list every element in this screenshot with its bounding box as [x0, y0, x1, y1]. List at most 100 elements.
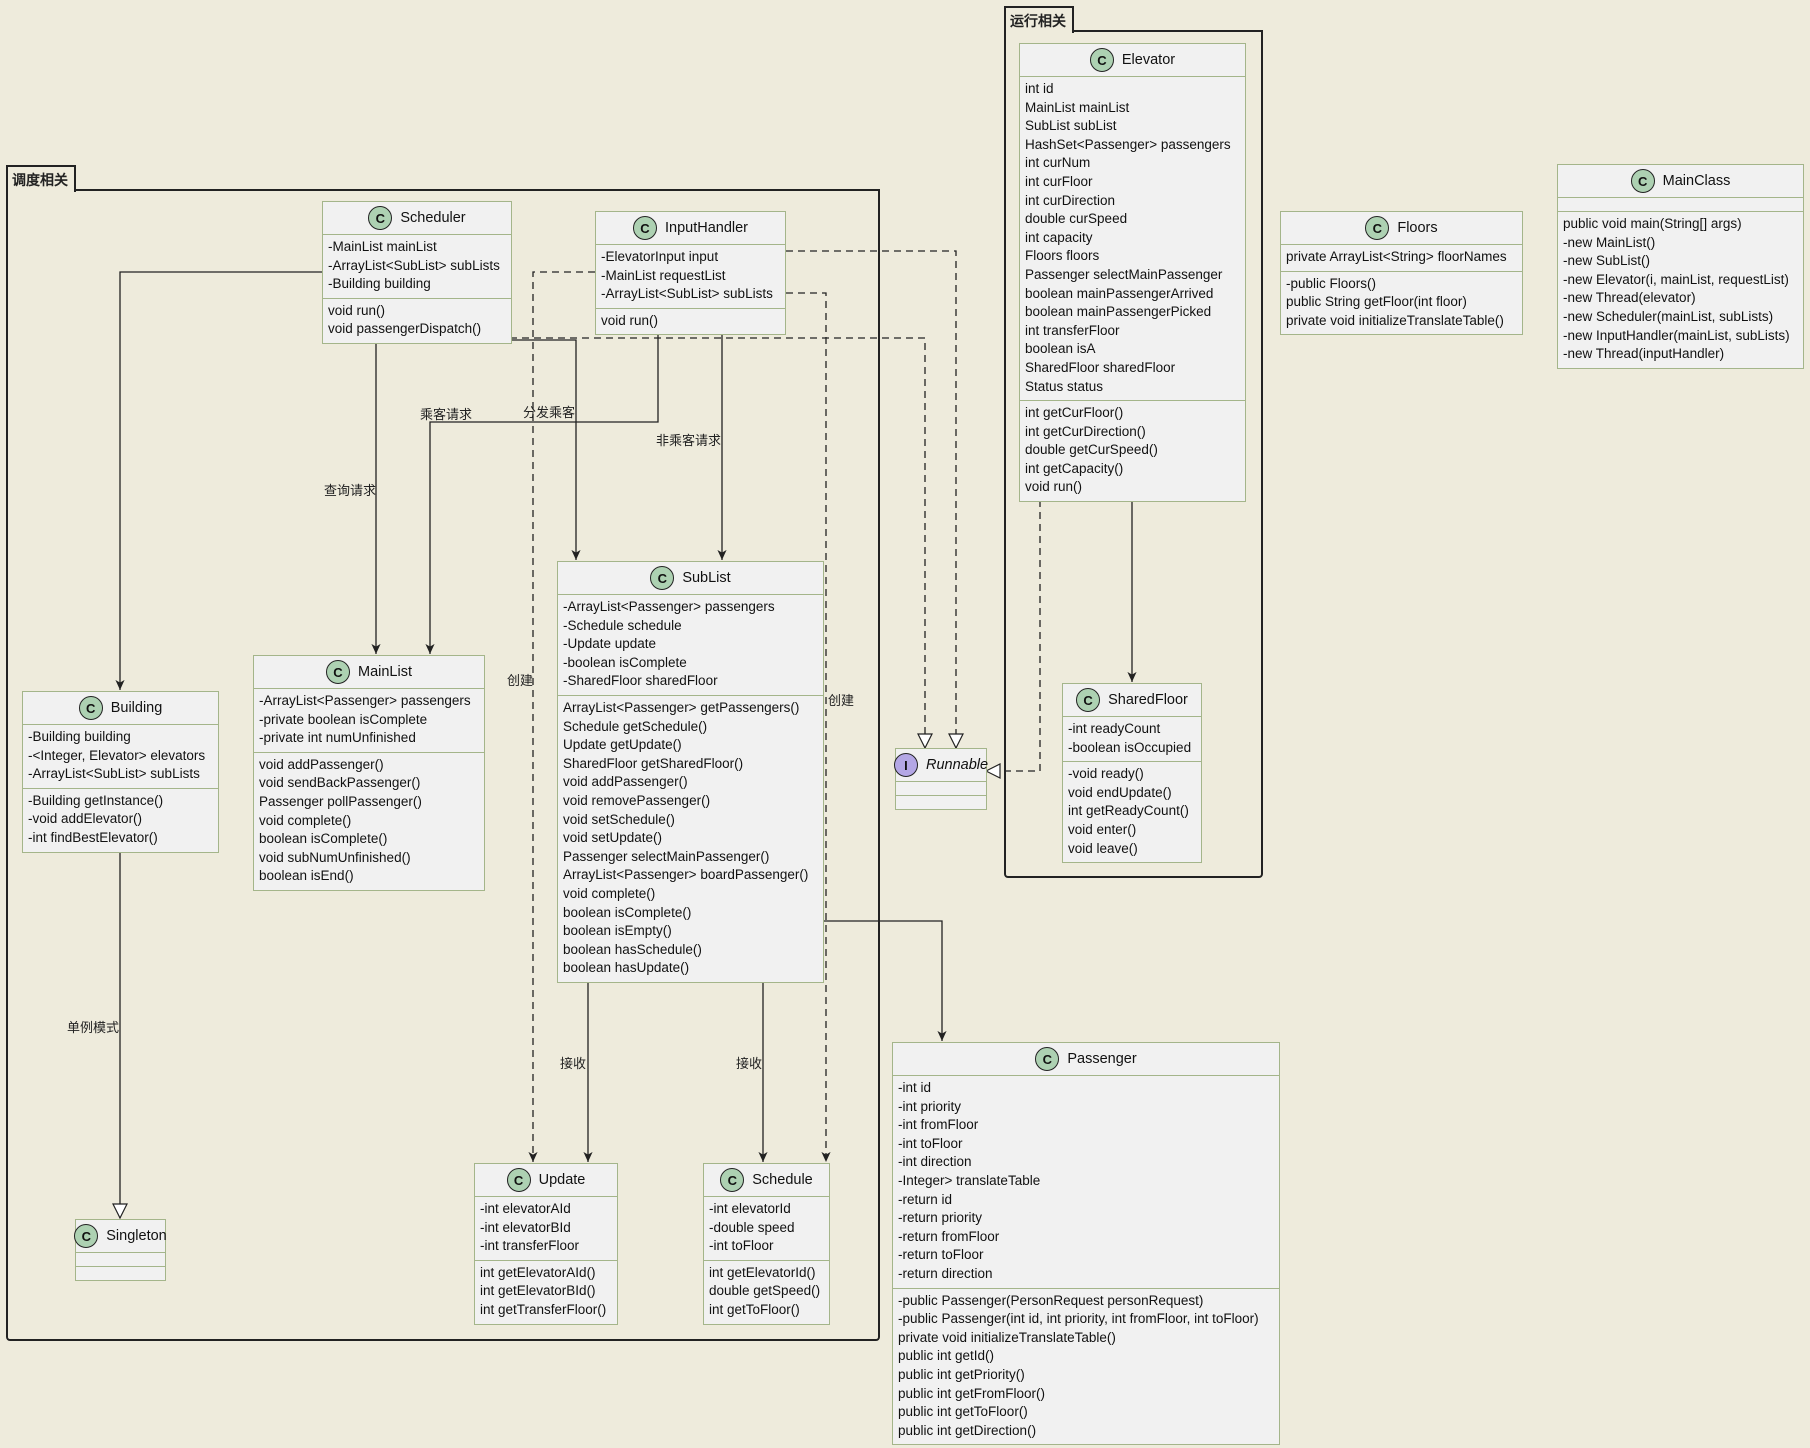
package-runtime-tab: 运行相关 — [1004, 6, 1074, 33]
method-row: -new MainList() — [1563, 234, 1656, 250]
class-icon: C — [1365, 216, 1390, 240]
package-dispatch-tab: 调度相关 — [6, 165, 76, 192]
field-row: int curDirection — [1025, 192, 1116, 208]
method-row: -new Scheduler(mainList, subLists) — [1563, 308, 1774, 324]
class-icon: C — [632, 216, 657, 240]
label-non-passenger-request: 非乘客请求 — [656, 434, 722, 449]
singleton-fields — [76, 1253, 165, 1267]
field-row: -Schedule schedule — [563, 617, 682, 633]
field-row: boolean mainPassengerPicked — [1025, 304, 1212, 320]
method-row: Passenger selectMainPassenger() — [563, 848, 770, 864]
method-row: void subNumUnfinished() — [259, 849, 411, 865]
singleton-header: C Singleton — [74, 1220, 167, 1253]
method-row: boolean hasSchedule() — [563, 941, 702, 957]
field-row: -boolean isOccupied — [1068, 739, 1192, 755]
sharedfloor-methods: -void ready()void endUpdate()int getRead… — [1063, 762, 1201, 862]
field-row: -int readyCount — [1068, 721, 1161, 736]
method-row: int getElevatorAId() — [480, 1264, 596, 1280]
method-row: -new Elevator(i, mainList, requestList) — [1563, 271, 1789, 287]
method-row: ArrayList<Passenger> getPassengers() — [563, 699, 800, 715]
class-icon: C — [506, 1168, 531, 1192]
class-icon: C — [74, 1224, 99, 1248]
floors-fields: private ArrayList<String> floorNames — [1281, 245, 1522, 272]
label-dispatch-passenger: 分发乘客 — [523, 406, 576, 421]
mainclass-name: MainClass — [1662, 173, 1731, 189]
method-row: double getCurSpeed() — [1025, 442, 1158, 458]
sharedfloor-fields: -int readyCount -boolean isOccupied — [1063, 717, 1201, 763]
inputhandler-name: InputHandler — [664, 220, 749, 236]
field-row: -ArrayList<Passenger> passengers — [563, 599, 775, 614]
update-fields: -int elevatorAId-int elevatorBId-int tra… — [475, 1197, 617, 1261]
singleton-name: Singleton — [106, 1228, 167, 1244]
method-row: -Building getInstance() — [28, 792, 164, 808]
field-row: -double speed — [709, 1219, 795, 1235]
field-row: -return fromFloor — [898, 1228, 1000, 1244]
method-row: Update getUpdate() — [563, 737, 682, 753]
method-row: private void initializeTranslateTable() — [898, 1329, 1116, 1345]
edge-sublist-passenger — [824, 920, 947, 1041]
field-row: -int elevatorAId — [480, 1201, 571, 1216]
edge-scheduler-building — [115, 271, 322, 690]
edge-scheduler-sublist — [510, 339, 581, 560]
method-row: int getElevatorId() — [709, 1264, 816, 1280]
method-row: Passenger pollPassenger() — [259, 793, 422, 809]
class-singleton[interactable]: C Singleton — [74, 1219, 167, 1281]
field-row: Floors floors — [1025, 248, 1100, 264]
field-row: -<Integer, Elevator> elevators — [28, 747, 206, 763]
elevator-name: Elevator — [1121, 52, 1176, 68]
method-row: ArrayList<Passenger> boardPassenger() — [563, 867, 809, 883]
field-row: -return priority — [898, 1210, 983, 1226]
sublist-fields: -ArrayList<Passenger> passengers -Schedul… — [558, 595, 823, 696]
edge-inputhandler-update — [528, 271, 595, 1162]
method-row: void complete() — [259, 812, 352, 828]
mainclass-fields — [1558, 198, 1803, 212]
field-row: -ElevatorInput input — [601, 249, 719, 264]
field-row: -private boolean isComplete — [259, 711, 428, 727]
edge-inputhandler-mainlist — [425, 334, 659, 654]
method-row: -new Thread(inputHandler) — [1563, 346, 1725, 362]
sharedfloor-name: SharedFloor — [1108, 692, 1188, 708]
runnable-fields — [896, 782, 986, 796]
mainlist-name: MainList — [358, 664, 412, 680]
field-row: -boolean isComplete — [563, 654, 687, 670]
method-row: void setSchedule() — [563, 811, 675, 827]
label-receive-right: 接收 — [736, 1057, 763, 1072]
field-row: boolean mainPassengerArrived — [1025, 285, 1214, 301]
class-icon: C — [720, 1168, 745, 1192]
field-row: double curSpeed — [1025, 211, 1128, 227]
schedule-fields: -int elevatorId-double speed-int toFloor — [704, 1197, 829, 1261]
method-row: public int getFromFloor() — [898, 1385, 1046, 1401]
edge-inputhandler-runnable — [786, 250, 956, 748]
method-row: void enter() — [1068, 821, 1137, 837]
field-row: -return id — [898, 1191, 953, 1207]
method-row: void addPassenger() — [259, 756, 384, 772]
passenger-name: Passenger — [1067, 1051, 1137, 1067]
method-row: Schedule getSchedule() — [563, 718, 708, 734]
field-row: -int direction — [898, 1154, 972, 1170]
method-row: void run() — [601, 312, 659, 328]
field-row: -int elevatorId — [709, 1201, 791, 1216]
package-runtime — [1004, 30, 1263, 878]
method-row: -new SubList() — [1563, 253, 1651, 269]
method-row: void run() — [328, 302, 386, 318]
label-query-request: 查询请求 — [324, 484, 377, 499]
method-row: void setUpdate() — [563, 830, 663, 846]
field-row: -int fromFloor — [898, 1117, 979, 1133]
method-row: -public Passenger(PersonRequest personRe… — [898, 1292, 1204, 1308]
scheduler-name: Scheduler — [400, 210, 466, 226]
